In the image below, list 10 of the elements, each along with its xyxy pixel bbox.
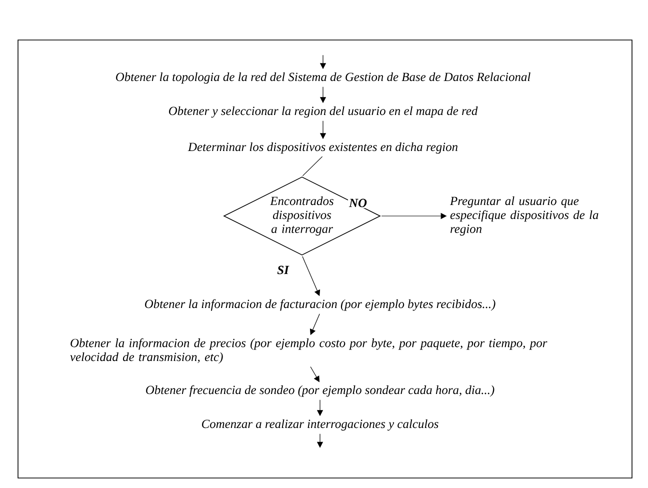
edge-label: NO: [348, 198, 368, 208]
step-text: Determinar los dispositivos existentes en dicha region: [188, 142, 458, 154]
step-text: Obtener frecuencia de sondeo (por ejemplo sondear cada hora, dia...): [146, 385, 494, 397]
step-text: Obtener la informacion de precios (por ejemplo costo por byte, por paquete, por tiempo, por velocidad de transmision, etc): [70, 338, 548, 364]
step-text: Comenzar a realizar interrogaciones y calculos: [202, 419, 438, 431]
step-text: Obtener la informacion de facturacion (por ejemplo bytes recibidos...): [145, 299, 496, 311]
edge-label: SI: [276, 264, 290, 276]
step-text: Preguntar al usuario que especifique dispositivos de la region: [450, 196, 598, 236]
step-text: Obtener la topologia de la red del Sistema de Gestion de Base de Datos Relacional: [116, 72, 530, 84]
step-text: Obtener y seleccionar la region del usuario en el mapa de red: [168, 106, 478, 118]
